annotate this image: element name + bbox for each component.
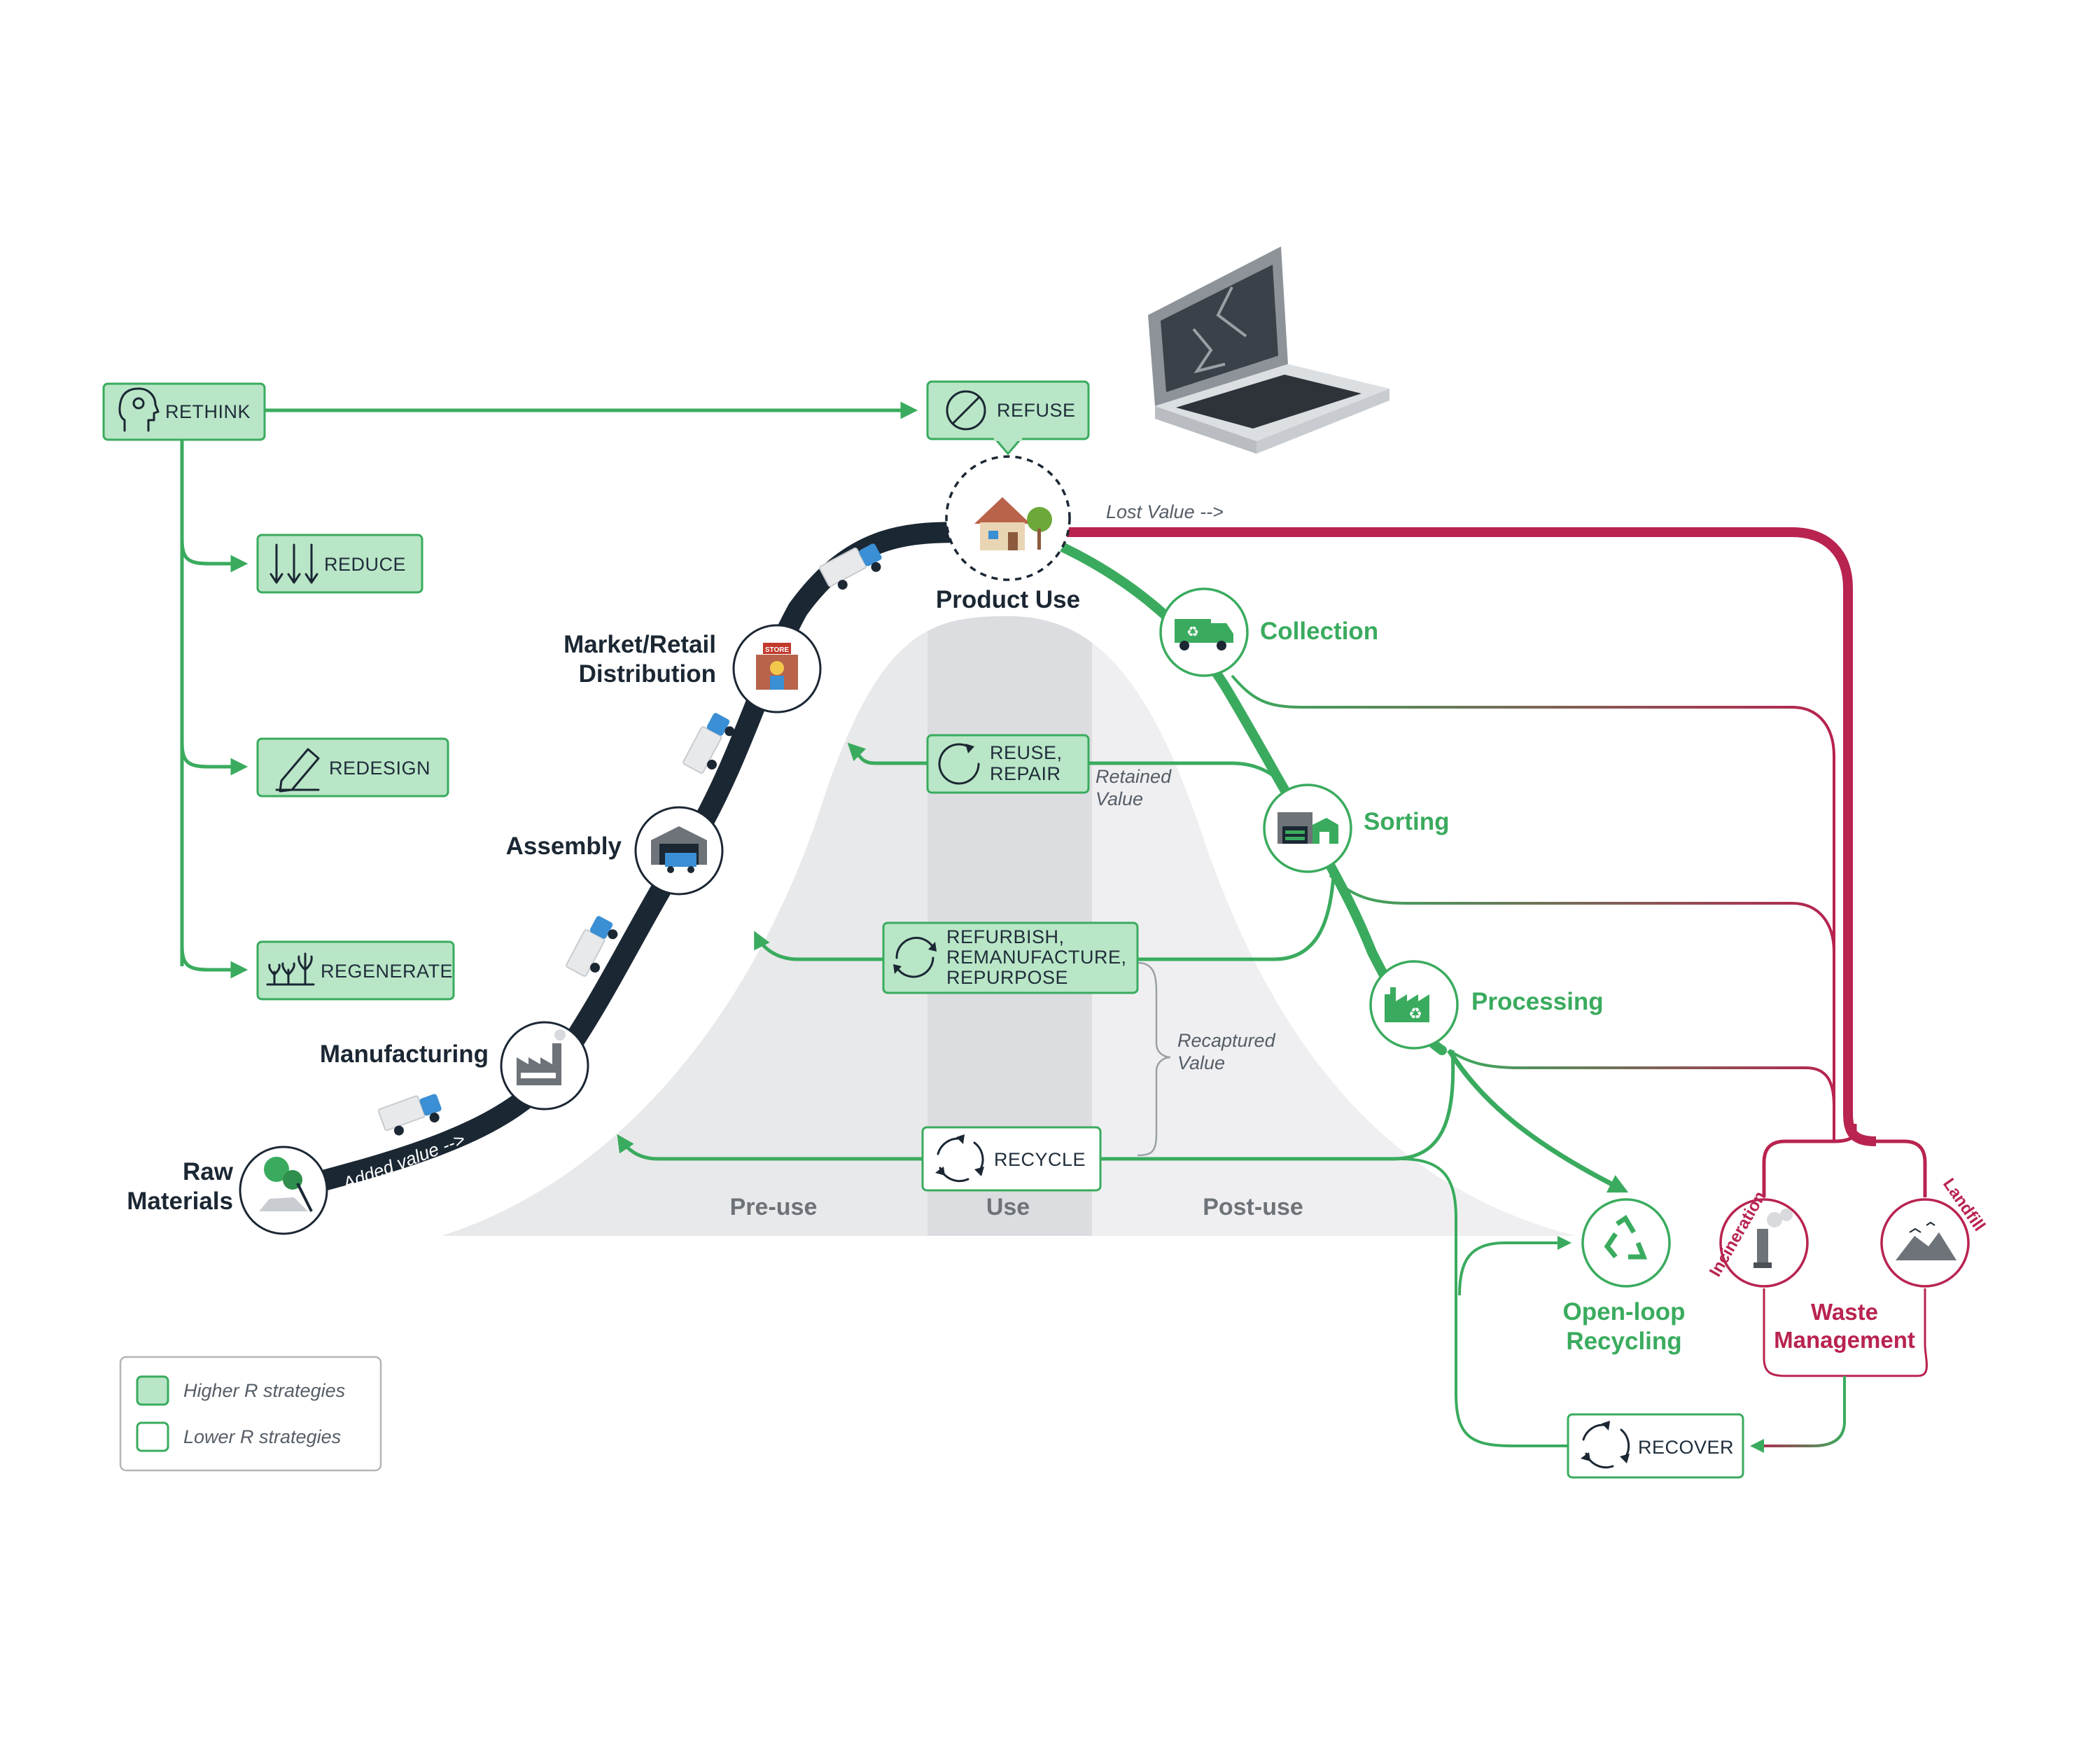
redesign-label: REDESIGN — [329, 758, 430, 779]
svg-text:♻: ♻ — [1186, 625, 1199, 640]
refurbish-loop — [754, 875, 1336, 961]
processing-node: ♻ — [1369, 960, 1459, 1050]
broken-laptop-icon — [1148, 246, 1390, 454]
raw-materials-node — [239, 1146, 328, 1235]
legend-lower-label: Lower R strategies — [183, 1426, 341, 1447]
cycle-arrows-icon — [1581, 1421, 1630, 1469]
phase-pre-use: Pre-use — [730, 1194, 818, 1220]
truck-icon — [819, 543, 882, 590]
manufacturing-node — [500, 1021, 589, 1111]
recaptured-value-label: Recaptured — [1177, 1030, 1276, 1051]
recycle-box[interactable]: RECYCLE — [921, 1126, 1102, 1192]
reduce-label: REDUCE — [324, 554, 406, 575]
recover-box[interactable]: RECOVER — [1567, 1413, 1744, 1479]
truck-icon — [682, 713, 735, 774]
waste-to-recover-arrow — [1750, 1376, 1846, 1453]
distribution-label: Distribution — [579, 660, 716, 688]
legend-higher-swatch — [136, 1375, 169, 1406]
raw-materials-label: Raw — [183, 1158, 234, 1185]
recover-label: RECOVER — [1638, 1437, 1734, 1458]
sorting-node — [1263, 784, 1352, 873]
rethink-branches — [180, 401, 918, 979]
reuse-repair-box[interactable]: REUSE, REPAIR — [926, 734, 1090, 794]
recaptured-bracket — [1137, 961, 1171, 1157]
legend-higher-label: Higher R strategies — [183, 1380, 345, 1401]
regenerate-label: REGENERATE — [321, 961, 453, 982]
sprouts-icon — [266, 952, 315, 986]
market-retail-node: STORE — [732, 624, 822, 714]
down-arrows-icon — [270, 543, 318, 584]
collection-label: Collection — [1260, 618, 1378, 645]
collection-to-waste-line — [1231, 674, 1835, 1141]
waste-frame — [1763, 1288, 1928, 1377]
truck-icon — [566, 916, 618, 977]
sorting-label: Sorting — [1364, 808, 1449, 835]
head-gear-icon — [118, 387, 160, 432]
market-retail-label: Market/Retail — [564, 631, 716, 658]
reuse-label: REUSE, — [990, 742, 1063, 763]
recycle-label: RECYCLE — [994, 1149, 1086, 1170]
product-use-label: Product Use — [936, 586, 1080, 613]
refuse-label: REFUSE — [997, 400, 1076, 421]
legend: Higher R strategies Lower R strategies — [119, 1356, 382, 1472]
open-loop-label: Open-loop — [1563, 1298, 1686, 1325]
open-loop-recycling-node — [1581, 1198, 1671, 1288]
refurbish-box[interactable]: REFURBISH, REMANUFACTURE, REPURPOSE — [882, 921, 1139, 994]
raw-materials-label-2: Materials — [127, 1188, 233, 1215]
svg-text:STORE: STORE — [765, 646, 790, 654]
refuse-box[interactable]: REFUSE — [926, 380, 1090, 456]
prohibited-icon — [946, 390, 986, 431]
repair-label: REPAIR — [990, 763, 1061, 784]
assembly-node — [634, 806, 724, 896]
open-loop-label-2: Recycling — [1566, 1328, 1681, 1355]
lost-value-label: Lost Value --> — [1106, 501, 1224, 522]
retained-value-label: Retained — [1096, 766, 1172, 787]
legend-lower-swatch — [136, 1421, 169, 1452]
refurbish-label: REFURBISH, — [946, 926, 1065, 947]
regenerate-box[interactable]: REGENERATE — [256, 940, 455, 1001]
cycle-arrows-icon — [938, 743, 980, 785]
remanufacture-label: REMANUFACTURE, — [946, 947, 1127, 968]
pencil-icon — [275, 748, 320, 793]
redesign-box[interactable]: REDESIGN — [256, 737, 449, 798]
recycle-to-recover-line — [1399, 1157, 1568, 1447]
landfill-node — [1880, 1198, 1970, 1288]
rethink-label: RETHINK — [165, 401, 251, 422]
phase-use: Use — [986, 1194, 1030, 1220]
assembly-label: Assembly — [506, 833, 622, 860]
sorting-to-waste-line — [1329, 874, 1835, 953]
waste-management-label: Waste — [1811, 1299, 1878, 1325]
rethink-box[interactable]: RETHINK — [102, 382, 266, 441]
svg-text:♻: ♻ — [1408, 1005, 1422, 1022]
product-use-node — [945, 455, 1071, 581]
collection-node: ♻ — [1159, 587, 1249, 677]
cycle-arrows-icon — [893, 936, 937, 978]
cycle-arrows-icon — [935, 1134, 984, 1183]
reduce-box[interactable]: REDUCE — [256, 534, 424, 594]
truck-icon — [377, 1094, 442, 1136]
processing-to-waste-line — [1448, 1049, 1835, 1107]
retained-value-label-2: Value — [1096, 788, 1143, 809]
waste-management-label-2: Management — [1774, 1327, 1915, 1353]
repurpose-label: REPURPOSE — [946, 967, 1068, 988]
processing-label: Processing — [1471, 988, 1604, 1015]
incineration-node — [1719, 1198, 1809, 1288]
processing-to-open-loop-arrow — [1447, 1049, 1629, 1193]
waste-bracket — [1762, 1124, 1927, 1197]
phase-post-use: Post-use — [1203, 1194, 1303, 1220]
manufacturing-label: Manufacturing — [320, 1040, 489, 1068]
recover-to-open-loop-line — [1458, 1241, 1568, 1296]
recaptured-value-label-2: Value — [1177, 1052, 1225, 1073]
